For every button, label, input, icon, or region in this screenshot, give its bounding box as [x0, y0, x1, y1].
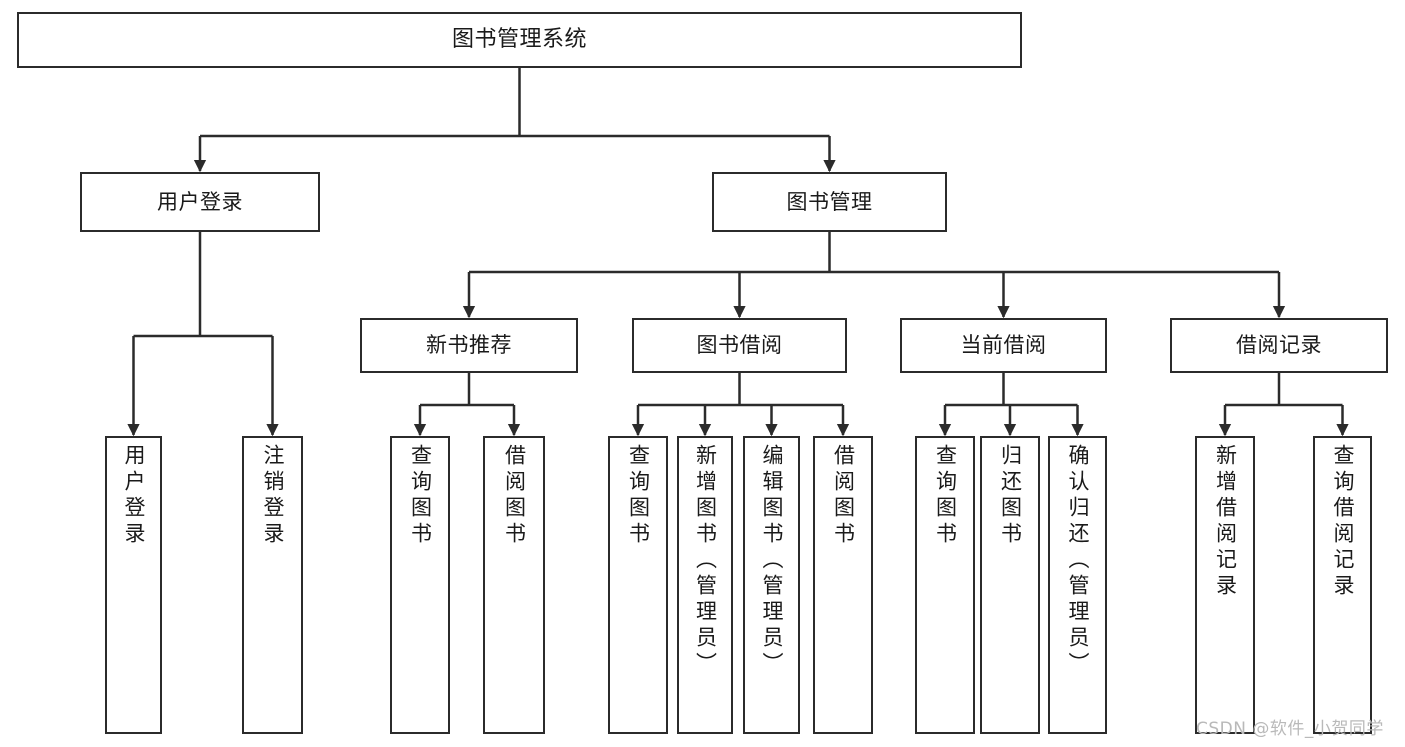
node-leaf-query-book-1[interactable]: 查询图书 — [390, 436, 450, 734]
node-leaf-borrow-book-2[interactable]: 借阅图书 — [813, 436, 873, 734]
node-label-book-manage: 图书管理 — [786, 189, 873, 214]
node-book-borrow[interactable]: 图书借阅 — [632, 318, 847, 373]
node-label-leaf-borrow-book-2: 借阅图书 — [831, 444, 856, 548]
node-leaf-query-book-2[interactable]: 查询图书 — [608, 436, 668, 734]
node-leaf-edit-book[interactable]: 编辑图书（管理员） — [743, 436, 800, 734]
node-label-current-borrow: 当前借阅 — [960, 333, 1047, 358]
node-leaf-user-login[interactable]: 用户登录 — [105, 436, 162, 734]
node-label-leaf-user-login: 用户登录 — [122, 444, 146, 548]
node-leaf-confirm-return[interactable]: 确认归还（管理员） — [1048, 436, 1107, 734]
node-leaf-add-record[interactable]: 新增借阅记录 — [1195, 436, 1255, 734]
node-current-borrow[interactable]: 当前借阅 — [900, 318, 1107, 373]
node-label-leaf-query-record: 查询借阅记录 — [1331, 444, 1355, 600]
node-label-leaf-confirm-return: 确认归还（管理员） — [1066, 444, 1090, 678]
node-book-manage[interactable]: 图书管理 — [712, 172, 947, 232]
node-leaf-borrow-book-1[interactable]: 借阅图书 — [483, 436, 545, 734]
node-new-book-rec[interactable]: 新书推荐 — [360, 318, 578, 373]
node-label-leaf-edit-book: 编辑图书（管理员） — [760, 444, 784, 678]
node-label-leaf-add-record: 新增借阅记录 — [1213, 444, 1238, 600]
node-label-borrow-record: 借阅记录 — [1236, 333, 1322, 358]
node-label-book-borrow: 图书借阅 — [696, 333, 783, 358]
node-label-user-login: 用户登录 — [157, 189, 243, 214]
node-label-new-book-rec: 新书推荐 — [426, 333, 512, 358]
node-leaf-query-book-3[interactable]: 查询图书 — [915, 436, 975, 734]
node-label-leaf-query-book-1: 查询图书 — [408, 444, 433, 548]
node-leaf-user-logout[interactable]: 注销登录 — [242, 436, 303, 734]
node-leaf-add-book[interactable]: 新增图书（管理员） — [677, 436, 733, 734]
csdn-watermark: CSDN @软件_小贺同学 — [1196, 719, 1384, 739]
node-leaf-query-record[interactable]: 查询借阅记录 — [1313, 436, 1372, 734]
node-label-leaf-borrow-book-1: 借阅图书 — [502, 444, 527, 548]
node-user-login[interactable]: 用户登录 — [80, 172, 320, 232]
node-label-root: 图书管理系统 — [451, 27, 587, 53]
node-label-leaf-return-book: 归还图书 — [998, 444, 1023, 548]
node-label-leaf-query-book-3: 查询图书 — [933, 444, 958, 548]
node-root[interactable]: 图书管理系统 — [17, 12, 1022, 68]
node-label-leaf-query-book-2: 查询图书 — [626, 444, 651, 548]
node-leaf-return-book[interactable]: 归还图书 — [980, 436, 1040, 734]
node-label-leaf-user-logout: 注销登录 — [261, 444, 285, 548]
node-label-leaf-add-book: 新增图书（管理员） — [693, 444, 718, 678]
node-borrow-record[interactable]: 借阅记录 — [1170, 318, 1388, 373]
